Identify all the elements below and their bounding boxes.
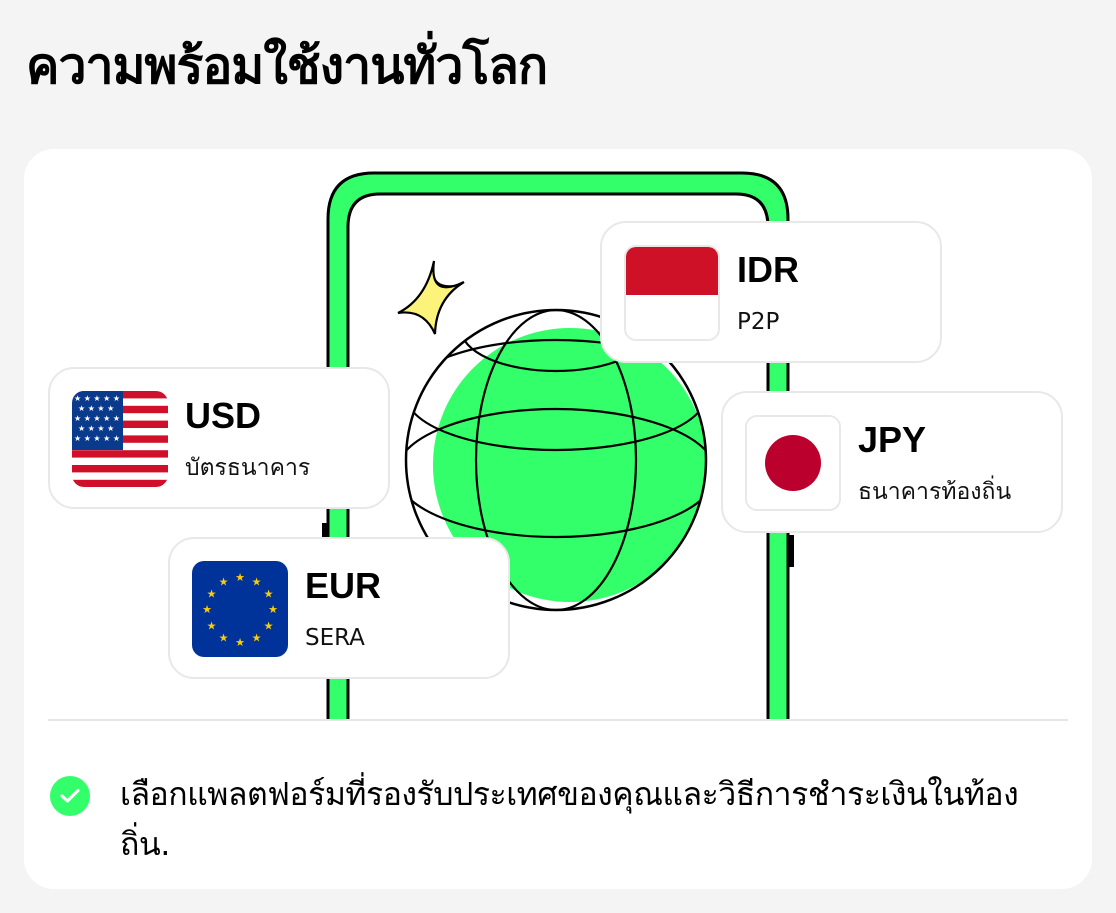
svg-text:★: ★ bbox=[202, 603, 212, 616]
svg-text:★: ★ bbox=[219, 576, 229, 589]
svg-text:★: ★ bbox=[252, 632, 262, 645]
currency-method: บัตรธนาคาร bbox=[185, 455, 311, 481]
japan-flag-icon bbox=[745, 415, 841, 511]
usa-flag-icon: ★ ★ ★ ★ ★★ ★ ★ ★ ★ ★ ★ ★ ★★ ★ ★ ★ ★ ★ ★ … bbox=[72, 391, 168, 487]
illustration: IDR P2P ★ ★ ★ ★ ★★ ★ ★ ★ ★ ★ ★ ★ ★★ ★ ★ … bbox=[24, 149, 1092, 721]
svg-text:★: ★ bbox=[268, 603, 278, 616]
currency-code: JPY bbox=[858, 419, 927, 460]
globe-icon bbox=[404, 308, 708, 612]
currency-card-idr: IDR P2P bbox=[600, 221, 942, 363]
svg-text:★: ★ bbox=[252, 576, 262, 589]
svg-text:★ ★ ★ ★ ★: ★ ★ ★ ★ ★ bbox=[74, 434, 120, 443]
svg-text:★: ★ bbox=[235, 571, 245, 584]
currency-card-jpy: JPY ธนาคารท้องถิ่น bbox=[721, 391, 1063, 533]
svg-text:★ ★ ★ ★: ★ ★ ★ ★ bbox=[78, 404, 114, 413]
currency-card-eur: ★★★ ★★★ ★★★ ★★★ EUR SERA bbox=[168, 537, 510, 679]
svg-text:★: ★ bbox=[207, 588, 217, 601]
svg-text:★: ★ bbox=[219, 632, 229, 645]
svg-text:★ ★ ★ ★: ★ ★ ★ ★ bbox=[78, 424, 114, 433]
eu-flag-icon: ★★★ ★★★ ★★★ ★★★ bbox=[192, 561, 288, 657]
feature-text: เลือกแพลตฟอร์มที่รองรับประเทศของคุณและวิ… bbox=[120, 775, 1019, 863]
page-title: ความพร้อมใช้งานทั่วโลก bbox=[26, 37, 548, 95]
currency-card-usd: ★ ★ ★ ★ ★★ ★ ★ ★ ★ ★ ★ ★ ★★ ★ ★ ★ ★ ★ ★ … bbox=[48, 367, 390, 509]
svg-text:★: ★ bbox=[264, 588, 274, 601]
currency-code: IDR bbox=[737, 249, 799, 290]
availability-card: IDR P2P ★ ★ ★ ★ ★★ ★ ★ ★ ★ ★ ★ ★ ★★ ★ ★ … bbox=[24, 149, 1092, 889]
svg-text:★: ★ bbox=[207, 620, 217, 633]
svg-text:★: ★ bbox=[264, 620, 274, 633]
divider bbox=[48, 719, 1068, 721]
sparkle-icon bbox=[397, 260, 465, 335]
currency-method: SERA bbox=[305, 625, 365, 651]
svg-text:★: ★ bbox=[235, 636, 245, 649]
svg-text:★ ★ ★ ★ ★: ★ ★ ★ ★ ★ bbox=[74, 394, 120, 403]
currency-method: P2P bbox=[737, 309, 780, 335]
check-circle-icon bbox=[50, 776, 90, 816]
indonesia-flag-icon bbox=[624, 245, 720, 341]
currency-code: EUR bbox=[305, 565, 382, 606]
currency-method: ธนาคารท้องถิ่น bbox=[858, 479, 1012, 505]
feature-item: เลือกแพลตฟอร์มที่รองรับประเทศของคุณและวิ… bbox=[50, 769, 1060, 869]
currency-code: USD bbox=[185, 395, 262, 436]
svg-text:★ ★ ★ ★ ★: ★ ★ ★ ★ ★ bbox=[74, 414, 120, 423]
